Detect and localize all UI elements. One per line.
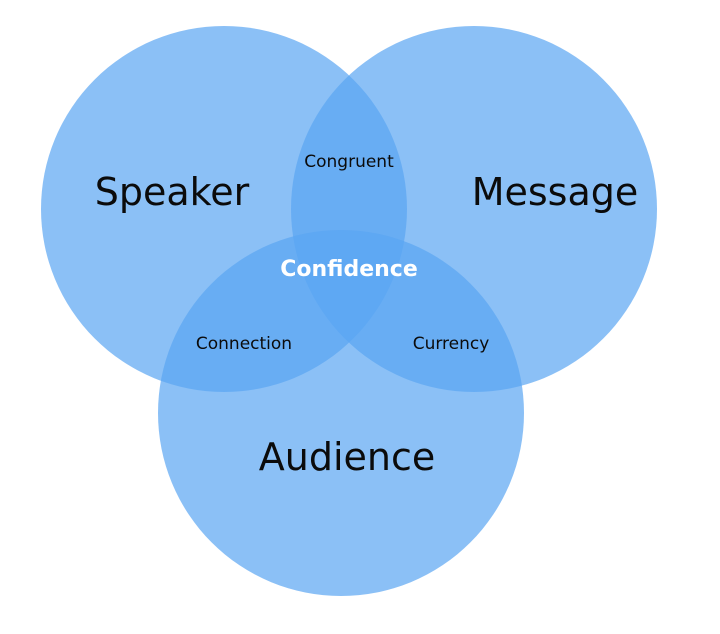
label-currency: Currency (413, 334, 490, 354)
label-message: Message (472, 170, 639, 214)
label-speaker: Speaker (95, 170, 250, 214)
label-congruent: Congruent (304, 152, 394, 172)
label-audience: Audience (259, 435, 436, 479)
circle-audience (158, 230, 524, 596)
label-confidence: Confidence (280, 257, 418, 282)
label-connection: Connection (196, 334, 292, 354)
